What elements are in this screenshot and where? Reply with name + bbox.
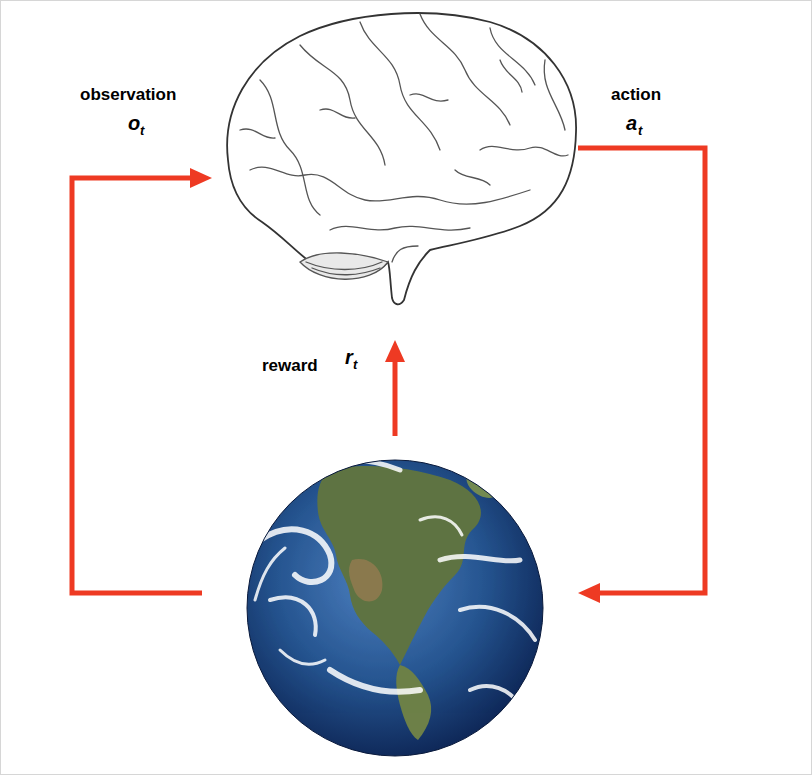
arrowhead <box>190 168 212 188</box>
signal-symbol: a <box>626 113 637 133</box>
loop-arrows <box>72 148 705 603</box>
arrow-label: observation <box>80 86 176 103</box>
action-arrow <box>578 148 705 593</box>
earth-drawing <box>247 460 543 756</box>
arrowhead <box>578 583 600 603</box>
observation-arrow <box>72 178 202 593</box>
arrow-label: reward <box>262 357 318 374</box>
signal-subscript: t <box>638 124 642 137</box>
signal-subscript: t <box>140 124 144 137</box>
signal-symbol: r <box>345 347 353 367</box>
arrow-label: action <box>611 86 661 103</box>
signal-subscript: t <box>353 358 357 371</box>
brain-drawing <box>227 13 576 304</box>
signal-symbol: o <box>128 113 140 133</box>
arrowhead <box>385 340 405 362</box>
reward-arrow <box>393 360 398 436</box>
